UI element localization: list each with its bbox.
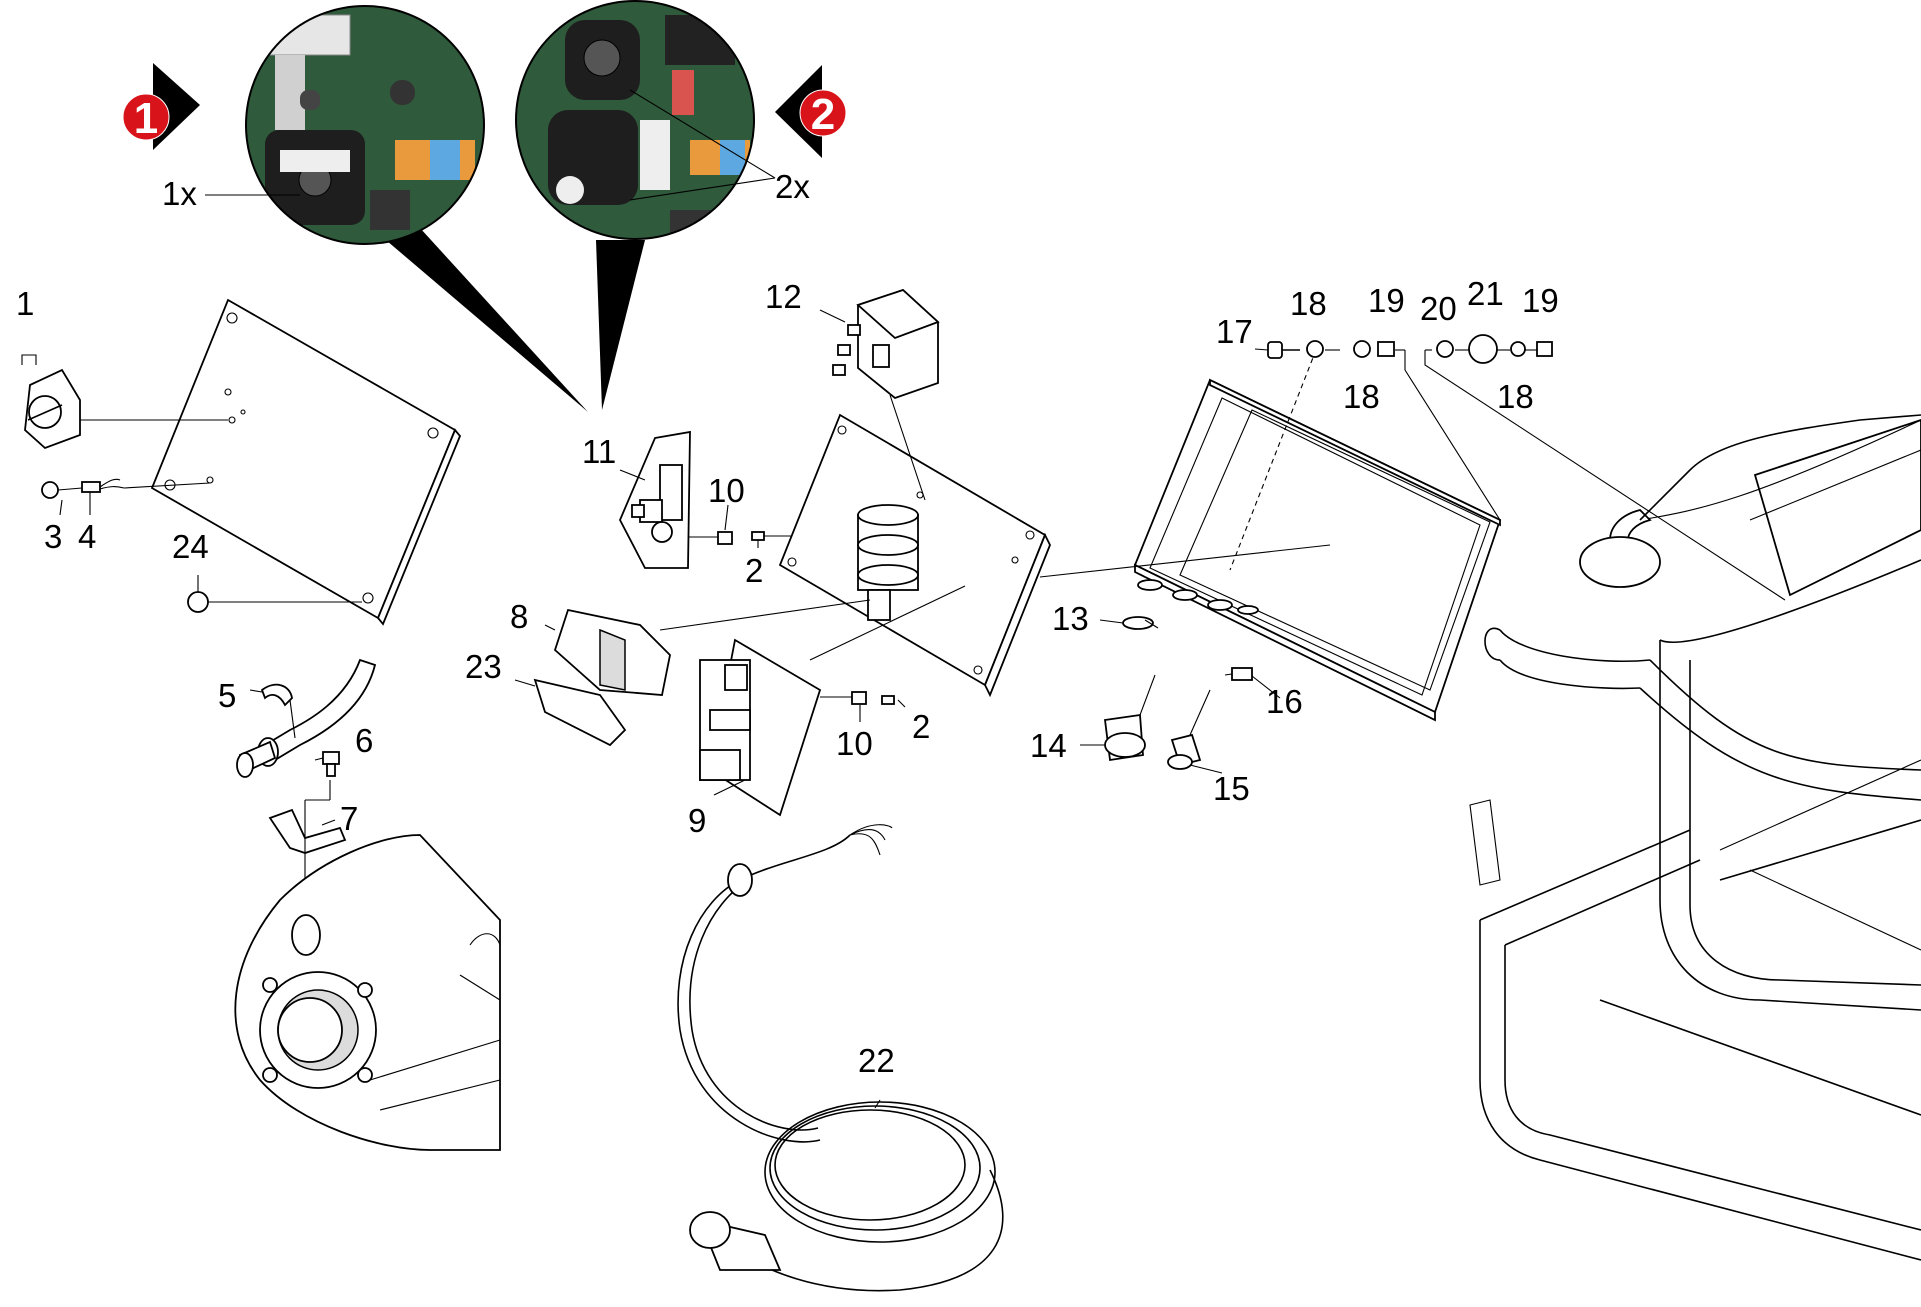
callout-24: 24 — [172, 528, 209, 565]
callout-19a: 19 — [1368, 282, 1405, 319]
detail-inset-1 — [205, 5, 588, 412]
screw-24 — [187, 591, 362, 613]
callout-18b: 18 — [1343, 378, 1380, 415]
spacer-10b-screw-2b — [820, 691, 895, 705]
callout-10a: 10 — [708, 472, 745, 509]
callout-23: 23 — [465, 648, 502, 685]
callout-17: 17 — [1216, 313, 1253, 350]
callout-2b: 2 — [912, 708, 930, 745]
callout-21: 21 — [1467, 275, 1504, 312]
rotary-switch — [857, 504, 919, 621]
qty-detail-2: 2x — [775, 168, 810, 205]
callout-20: 20 — [1420, 290, 1457, 327]
detail-inset-2 — [515, 0, 776, 410]
callout-16: 16 — [1266, 683, 1303, 720]
grommet-3-cable-4 — [41, 478, 211, 499]
enclosure-box — [1039, 349, 1502, 722]
leader-lines — [59, 309, 1281, 1109]
qty-detail-1: 1x — [162, 175, 197, 212]
power-board-9 — [699, 585, 966, 817]
screw-6 — [322, 751, 340, 777]
callout-5: 5 — [218, 677, 236, 714]
marker-2: 2 — [775, 65, 847, 158]
callout-1: 1 — [16, 285, 34, 322]
callout-3: 3 — [44, 518, 62, 555]
hose-assembly — [236, 658, 377, 778]
callout-19b: 19 — [1522, 282, 1559, 319]
callout-6: 6 — [355, 722, 373, 759]
marker-2-label: 2 — [811, 90, 835, 139]
callout-22: 22 — [858, 1042, 895, 1079]
cover-plate — [150, 298, 462, 626]
main-switch — [21, 354, 228, 450]
callout-8: 8 — [510, 598, 528, 635]
terminal-block-12 — [832, 288, 940, 400]
marker-1: 1 — [122, 63, 200, 150]
control-board-11 — [619, 430, 691, 569]
callout-9: 9 — [688, 802, 706, 839]
pump-housing — [234, 834, 501, 1151]
power-cable — [677, 824, 1004, 1292]
callout-18c: 18 — [1497, 378, 1534, 415]
callout-18a: 18 — [1290, 285, 1327, 322]
trolley-frame — [1469, 414, 1921, 1261]
callout-15: 15 — [1213, 770, 1250, 807]
callout-4: 4 — [78, 518, 96, 555]
callout-12: 12 — [765, 278, 802, 315]
marker-1-label: 1 — [134, 94, 158, 143]
callout-7: 7 — [340, 800, 358, 837]
callout-11: 11 — [582, 433, 616, 470]
callout-14: 14 — [1030, 727, 1067, 764]
callout-2a: 2 — [745, 552, 763, 589]
callout-13: 13 — [1052, 600, 1089, 637]
grommet-13-gland-14-15-nut-16 — [1103, 616, 1253, 770]
fastener-set — [1267, 334, 1786, 601]
callout-labels: 1x 2x 1 3 4 24 5 6 7 12 11 10 2 8 23 9 1… — [16, 168, 1559, 1079]
callout-10b: 10 — [836, 725, 873, 762]
knob-8-cap-23 — [533, 599, 871, 747]
